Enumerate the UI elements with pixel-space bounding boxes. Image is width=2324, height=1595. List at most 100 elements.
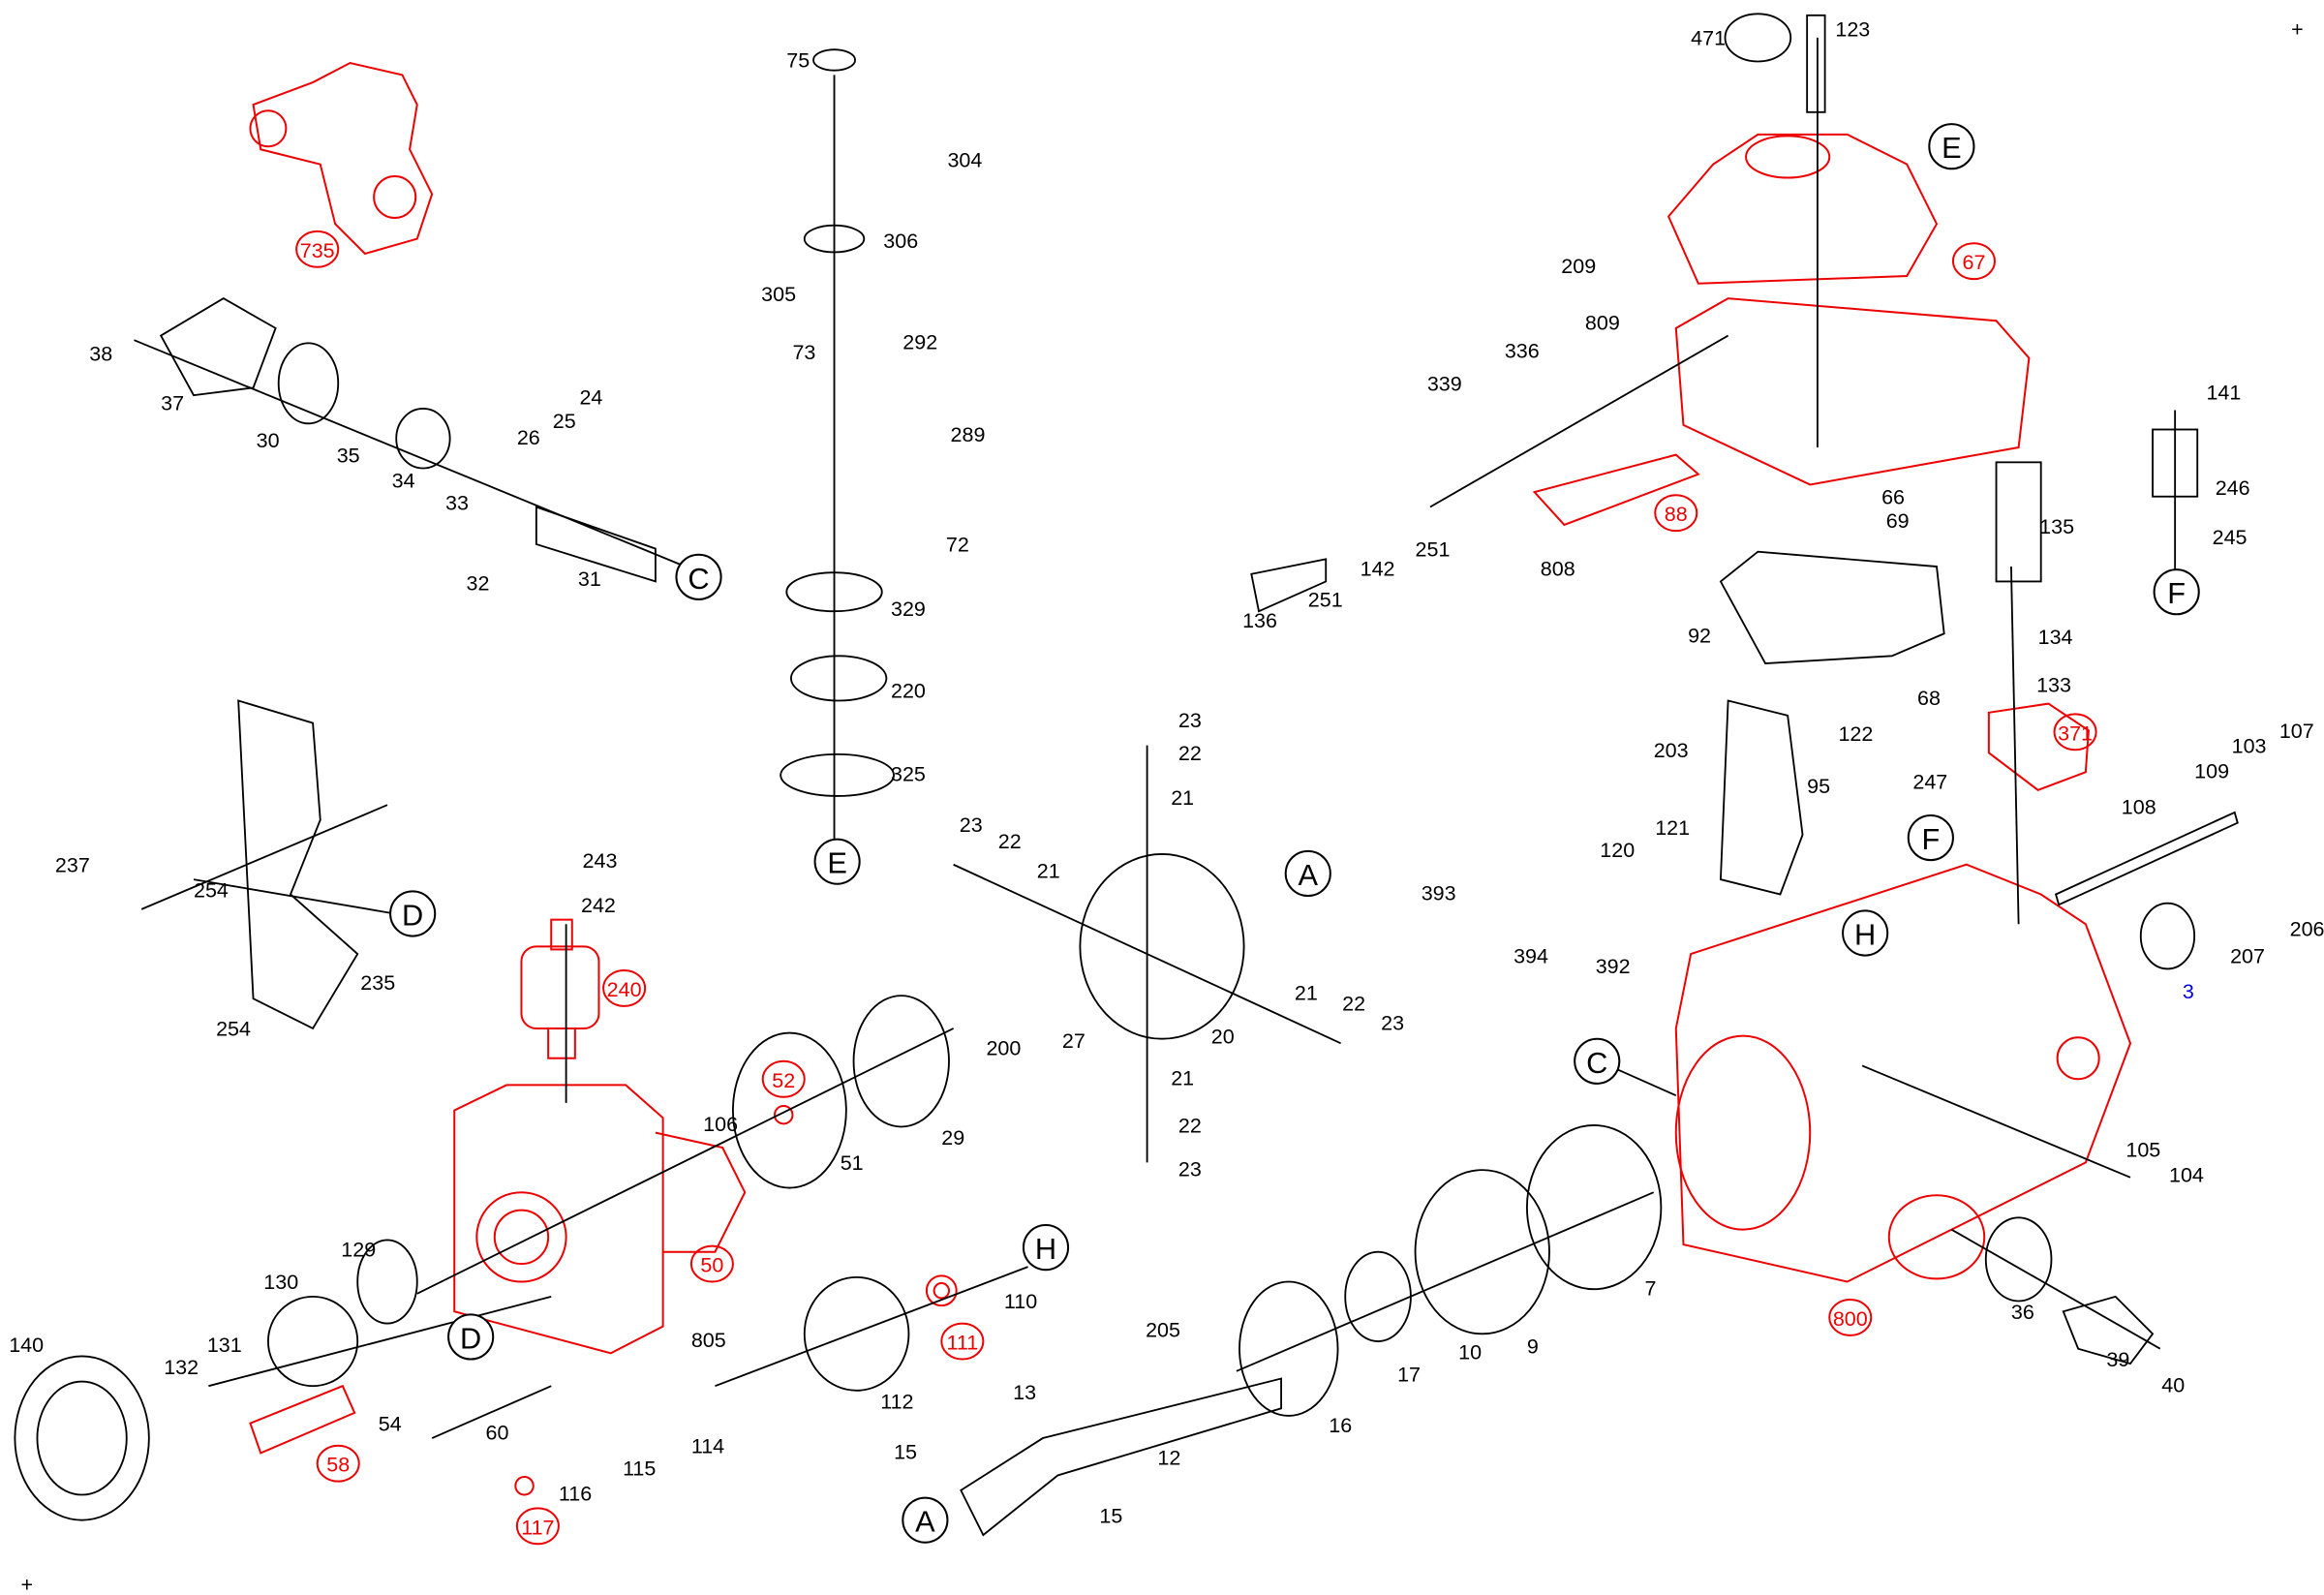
- part-number-label: 120: [1600, 839, 1635, 862]
- part-number-label: 34: [392, 470, 415, 493]
- part-number-label: 209: [1561, 255, 1596, 278]
- part-number-label: 104: [2169, 1163, 2204, 1186]
- part-number-label: 134: [2038, 626, 2073, 649]
- section-marker-label: F: [1921, 822, 1940, 856]
- section-marker-circle: [813, 838, 861, 885]
- part-number-label: 130: [263, 1271, 298, 1294]
- part-number-label: 13: [1013, 1381, 1036, 1404]
- part-number-label: 38: [89, 343, 112, 366]
- part-number-label: 66: [1881, 485, 1905, 508]
- section-marker-label: E: [827, 846, 847, 880]
- section-marker-circle: [1907, 813, 1954, 862]
- part-number-label: 289: [951, 423, 986, 446]
- part-number-label: 103: [2232, 734, 2267, 757]
- part-number-label: 243: [583, 849, 618, 873]
- part-number-label: 110: [1004, 1290, 1037, 1313]
- part-number-label: 60: [486, 1422, 509, 1445]
- part-number-label: 107: [2279, 720, 2314, 743]
- highlight-callout-circle: [940, 1322, 985, 1361]
- highlighted-part-label: 735: [300, 239, 335, 262]
- part-735-drawing: [249, 61, 434, 256]
- highlight-callout-circle: [316, 1444, 360, 1483]
- part-111-drawing: [925, 1274, 958, 1307]
- part-number-label: 304: [947, 149, 982, 172]
- part-number-label: 51: [841, 1151, 864, 1175]
- highlighted-part-label: 800: [1833, 1307, 1868, 1331]
- part-number-label: 292: [902, 330, 937, 353]
- part-number-label: 142: [1361, 557, 1395, 580]
- part-number-label: 69: [1886, 509, 1910, 533]
- highlighted-part-label: 371: [2058, 721, 2093, 745]
- part-800-drawing: [1674, 863, 2132, 1283]
- part-number-label: 339: [1427, 373, 1462, 396]
- part-number-label: 393: [1422, 882, 1456, 905]
- section-marker-circle: [2153, 568, 2200, 616]
- part-number-label: 20: [1211, 1025, 1235, 1048]
- corner-mark: +: [2291, 17, 2304, 41]
- section-marker-circle: [1284, 849, 1331, 898]
- highlight-callout-circle: [2053, 713, 2097, 751]
- section-marker-label: D: [402, 899, 423, 933]
- section-marker-circle: [389, 890, 437, 937]
- section-marker-circle: [1928, 123, 1975, 170]
- part-number-label: 394: [1514, 944, 1548, 967]
- part-number-label: 27: [1062, 1029, 1086, 1053]
- section-marker-label: D: [460, 1321, 481, 1355]
- part-67-drawing: [1667, 133, 2031, 486]
- highlight-callout-circle: [689, 1244, 734, 1283]
- part-drawings: [14, 13, 2239, 1537]
- part-number-label: 25: [553, 410, 576, 433]
- highlighted-part-label: 88: [1665, 503, 1688, 526]
- part-number-label: 54: [379, 1412, 402, 1435]
- part-number-label: 809: [1585, 311, 1620, 334]
- part-number-label: 33: [445, 492, 469, 515]
- part-number-label: 254: [194, 879, 229, 903]
- part-labels: 7530430630529273289723292203253837303534…: [9, 17, 2324, 1595]
- part-number-label: 220: [891, 679, 926, 702]
- part-number-label: 392: [1596, 955, 1631, 978]
- part-number-label: 114: [691, 1434, 724, 1457]
- part-number-label: 23: [1178, 709, 1202, 732]
- section-marker-label: E: [1942, 131, 1962, 165]
- highlight-callout-circle: [515, 1507, 560, 1546]
- part-number-label: 251: [1308, 589, 1343, 612]
- part-number-label: 121: [1655, 816, 1690, 840]
- highlight-callout-circle: [1654, 494, 1698, 533]
- part-number-label: 471: [1691, 27, 1726, 50]
- part-number-label: 17: [1397, 1364, 1421, 1387]
- part-number-label: 129: [341, 1238, 376, 1261]
- leader-lines: [134, 37, 2177, 1439]
- part-number-label: 329: [891, 598, 926, 621]
- part-371-drawing: [1987, 702, 2090, 791]
- part-number-label: 31: [578, 567, 601, 591]
- part-number-label: 122: [1838, 722, 1873, 746]
- highlighted-part-label: 58: [326, 1454, 350, 1477]
- part-number-label: 37: [161, 392, 184, 415]
- part-number-label: 246: [2216, 476, 2250, 500]
- section-marker-circle: [1022, 1224, 1070, 1272]
- section-marker-circle: [447, 1313, 495, 1361]
- black-part-drawings: [14, 13, 2239, 1537]
- section-marker-label: C: [1586, 1046, 1607, 1080]
- highlight-callout-circle: [1828, 1298, 1873, 1336]
- part-number-label: 207: [2230, 944, 2265, 967]
- section-marker-label: H: [1035, 1232, 1056, 1266]
- part-number-label: 23: [1178, 1157, 1202, 1181]
- highlight-callout-circle: [761, 1059, 806, 1098]
- part-number-label: 22: [1342, 993, 1365, 1016]
- section-marker-label: A: [915, 1505, 935, 1539]
- part-number-label: 141: [2206, 382, 2241, 405]
- info-part-label: 3: [2183, 980, 2194, 1003]
- section-marker-circle: [902, 1496, 949, 1544]
- part-number-label: 251: [1416, 537, 1451, 561]
- part-number-label: 15: [1099, 1505, 1122, 1528]
- part-number-label: 140: [9, 1334, 44, 1357]
- part-number-label: 135: [2039, 515, 2074, 538]
- part-number-label: 21: [1171, 1066, 1194, 1089]
- part-number-label: 12: [1157, 1447, 1180, 1470]
- section-marker-label: H: [1854, 918, 1876, 952]
- part-117-drawing: [514, 1476, 535, 1496]
- part-number-label: 21: [1037, 860, 1060, 883]
- part-number-label: 136: [1242, 609, 1277, 632]
